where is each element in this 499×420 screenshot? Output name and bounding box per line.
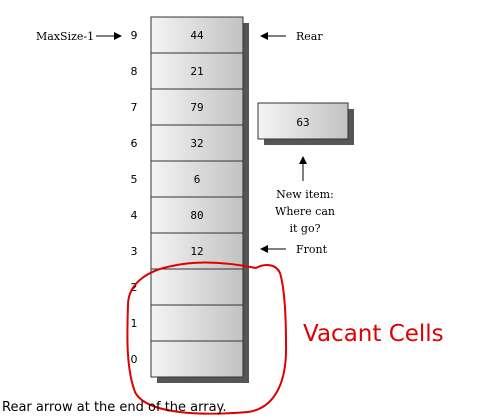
array-index-label: 7 bbox=[131, 101, 138, 114]
array-cell-value: 21 bbox=[190, 65, 203, 78]
new-item-text-line2: Where can bbox=[275, 205, 335, 218]
array-cell-value: 80 bbox=[190, 209, 203, 222]
array-cell-box bbox=[150, 340, 244, 378]
caption: Rear arrow at the end of the array. bbox=[2, 400, 227, 415]
array-index-label: 4 bbox=[131, 209, 138, 222]
array-cell-value: 79 bbox=[190, 101, 203, 114]
array-cell-box bbox=[150, 16, 244, 54]
array-cell-9: 44 9 bbox=[131, 16, 244, 54]
array-cell-box bbox=[150, 52, 244, 90]
array-cell-1: 1 bbox=[131, 304, 244, 342]
new-item-value: 63 bbox=[296, 116, 309, 129]
vacant-cells-circle bbox=[126, 261, 288, 415]
new-item-text-line3: it go? bbox=[290, 222, 321, 235]
array-index-label: 1 bbox=[131, 317, 138, 330]
new-item-text-line1: New item: bbox=[276, 188, 334, 201]
array-cell-value: 6 bbox=[194, 173, 201, 186]
array-cell-6: 32 6 bbox=[131, 124, 244, 162]
array-index-label: 9 bbox=[131, 29, 138, 42]
array-cell-0: 0 bbox=[131, 340, 244, 378]
array-index-label: 0 bbox=[131, 353, 138, 366]
front-label: Front bbox=[296, 243, 328, 256]
new-item-box bbox=[257, 102, 349, 140]
array-cell-box bbox=[150, 304, 244, 342]
array-index-label: 6 bbox=[131, 137, 138, 150]
array-cell-5: 65 bbox=[131, 160, 244, 198]
rear-label: Rear bbox=[296, 30, 323, 43]
array-cell-7: 79 7 bbox=[131, 88, 244, 126]
array-index-label: 8 bbox=[131, 65, 138, 78]
array-cell-value: 32 bbox=[190, 137, 203, 150]
vacant-cells-label: Vacant Cells bbox=[303, 321, 444, 347]
array-index-label: 3 bbox=[131, 245, 138, 258]
array-cell-box bbox=[150, 88, 244, 126]
array-cell-2: 2 bbox=[131, 268, 244, 306]
array-cell-value: 44 bbox=[190, 29, 204, 42]
array-cell-value: 12 bbox=[190, 245, 203, 258]
array-cell-4: 80 4 bbox=[131, 196, 244, 234]
maxsize-label: MaxSize-1 bbox=[36, 30, 94, 43]
array-index-label: 5 bbox=[131, 173, 138, 186]
array-cell-8: 21 8 bbox=[131, 52, 244, 90]
array-cell-box bbox=[150, 268, 244, 306]
